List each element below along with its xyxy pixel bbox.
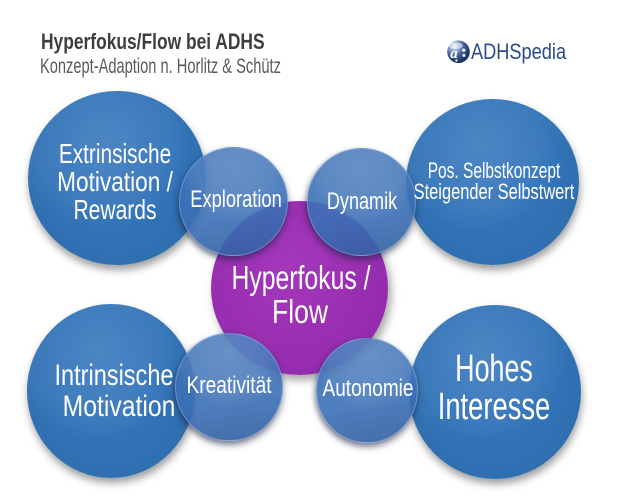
- svg-text:a: a: [450, 45, 458, 61]
